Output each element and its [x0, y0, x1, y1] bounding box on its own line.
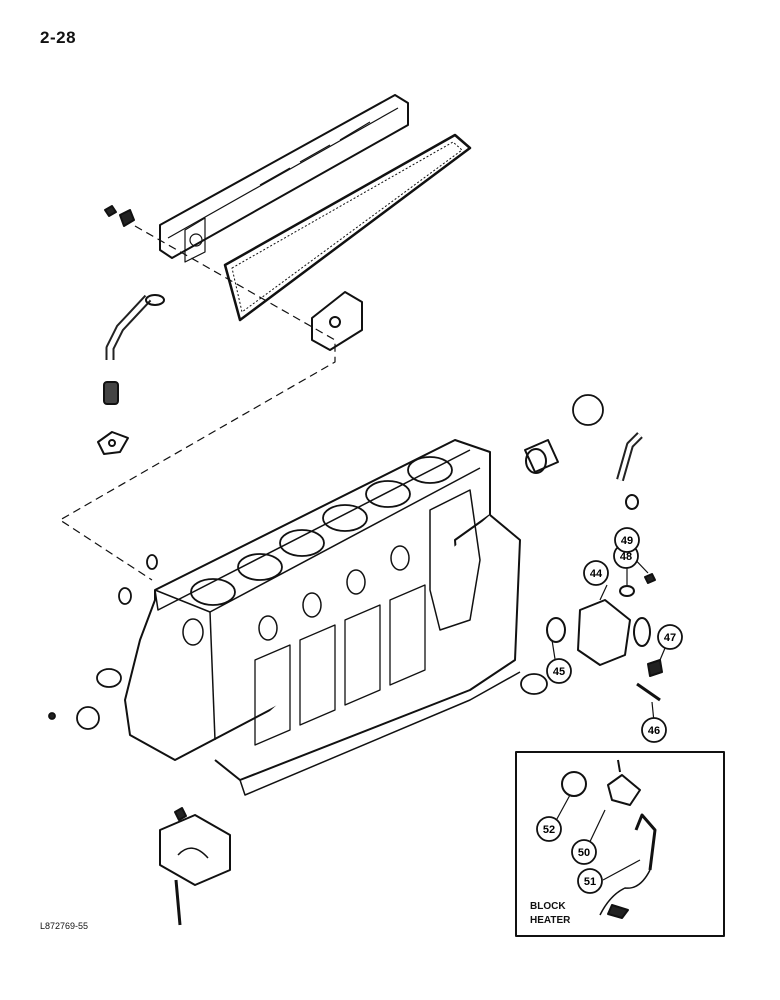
callout-46: 46	[641, 717, 667, 743]
svg-text:50: 50	[578, 847, 590, 859]
tube-flange	[97, 431, 129, 455]
assembly-lines	[59, 225, 336, 581]
cam-bushing	[524, 439, 559, 474]
svg-text:46: 46	[648, 725, 660, 737]
valve-cover	[159, 94, 409, 263]
svg-text:52: 52	[543, 824, 555, 836]
screw-49	[644, 573, 656, 584]
callout-51: 51	[577, 868, 603, 894]
figure-reference-code: L872769-55	[40, 921, 89, 931]
svg-text:51: 51	[584, 876, 596, 888]
block-heater-label: BLOCK HEATER	[530, 900, 570, 928]
page-number: 2-28	[40, 28, 77, 47]
cap-bolt	[174, 879, 182, 926]
svg-text:49: 49	[621, 535, 633, 547]
svg-text:47: 47	[664, 632, 676, 644]
engine-block	[124, 439, 521, 796]
breather-plate	[311, 291, 363, 351]
svg-text:44: 44	[590, 568, 603, 580]
callout-50: 50	[571, 839, 597, 865]
inset-label-line1: BLOCK	[530, 901, 566, 912]
bolt-46	[636, 682, 661, 702]
inset-label-line2: HEATER	[530, 915, 571, 926]
main-bearing-cap	[159, 807, 231, 886]
svg-text:45: 45	[553, 666, 565, 678]
nut-47	[647, 659, 663, 677]
leader-lines	[551, 550, 669, 881]
breather-hose	[103, 294, 165, 405]
cover-bolt	[104, 205, 135, 227]
fitting-48	[619, 585, 635, 597]
expansion-plugs	[48, 394, 604, 730]
dipstick-tube	[616, 432, 643, 510]
callout-52: 52	[536, 816, 562, 842]
callout-47: 47	[657, 624, 683, 650]
callout-45: 45	[546, 658, 572, 684]
svg-text:48: 48	[620, 551, 632, 563]
thermostat-housing	[546, 599, 651, 666]
callout-49: 49	[614, 527, 640, 553]
valve-cover-gasket	[223, 133, 472, 322]
block-heater-inset	[515, 751, 725, 937]
callout-44: 44	[583, 560, 609, 586]
